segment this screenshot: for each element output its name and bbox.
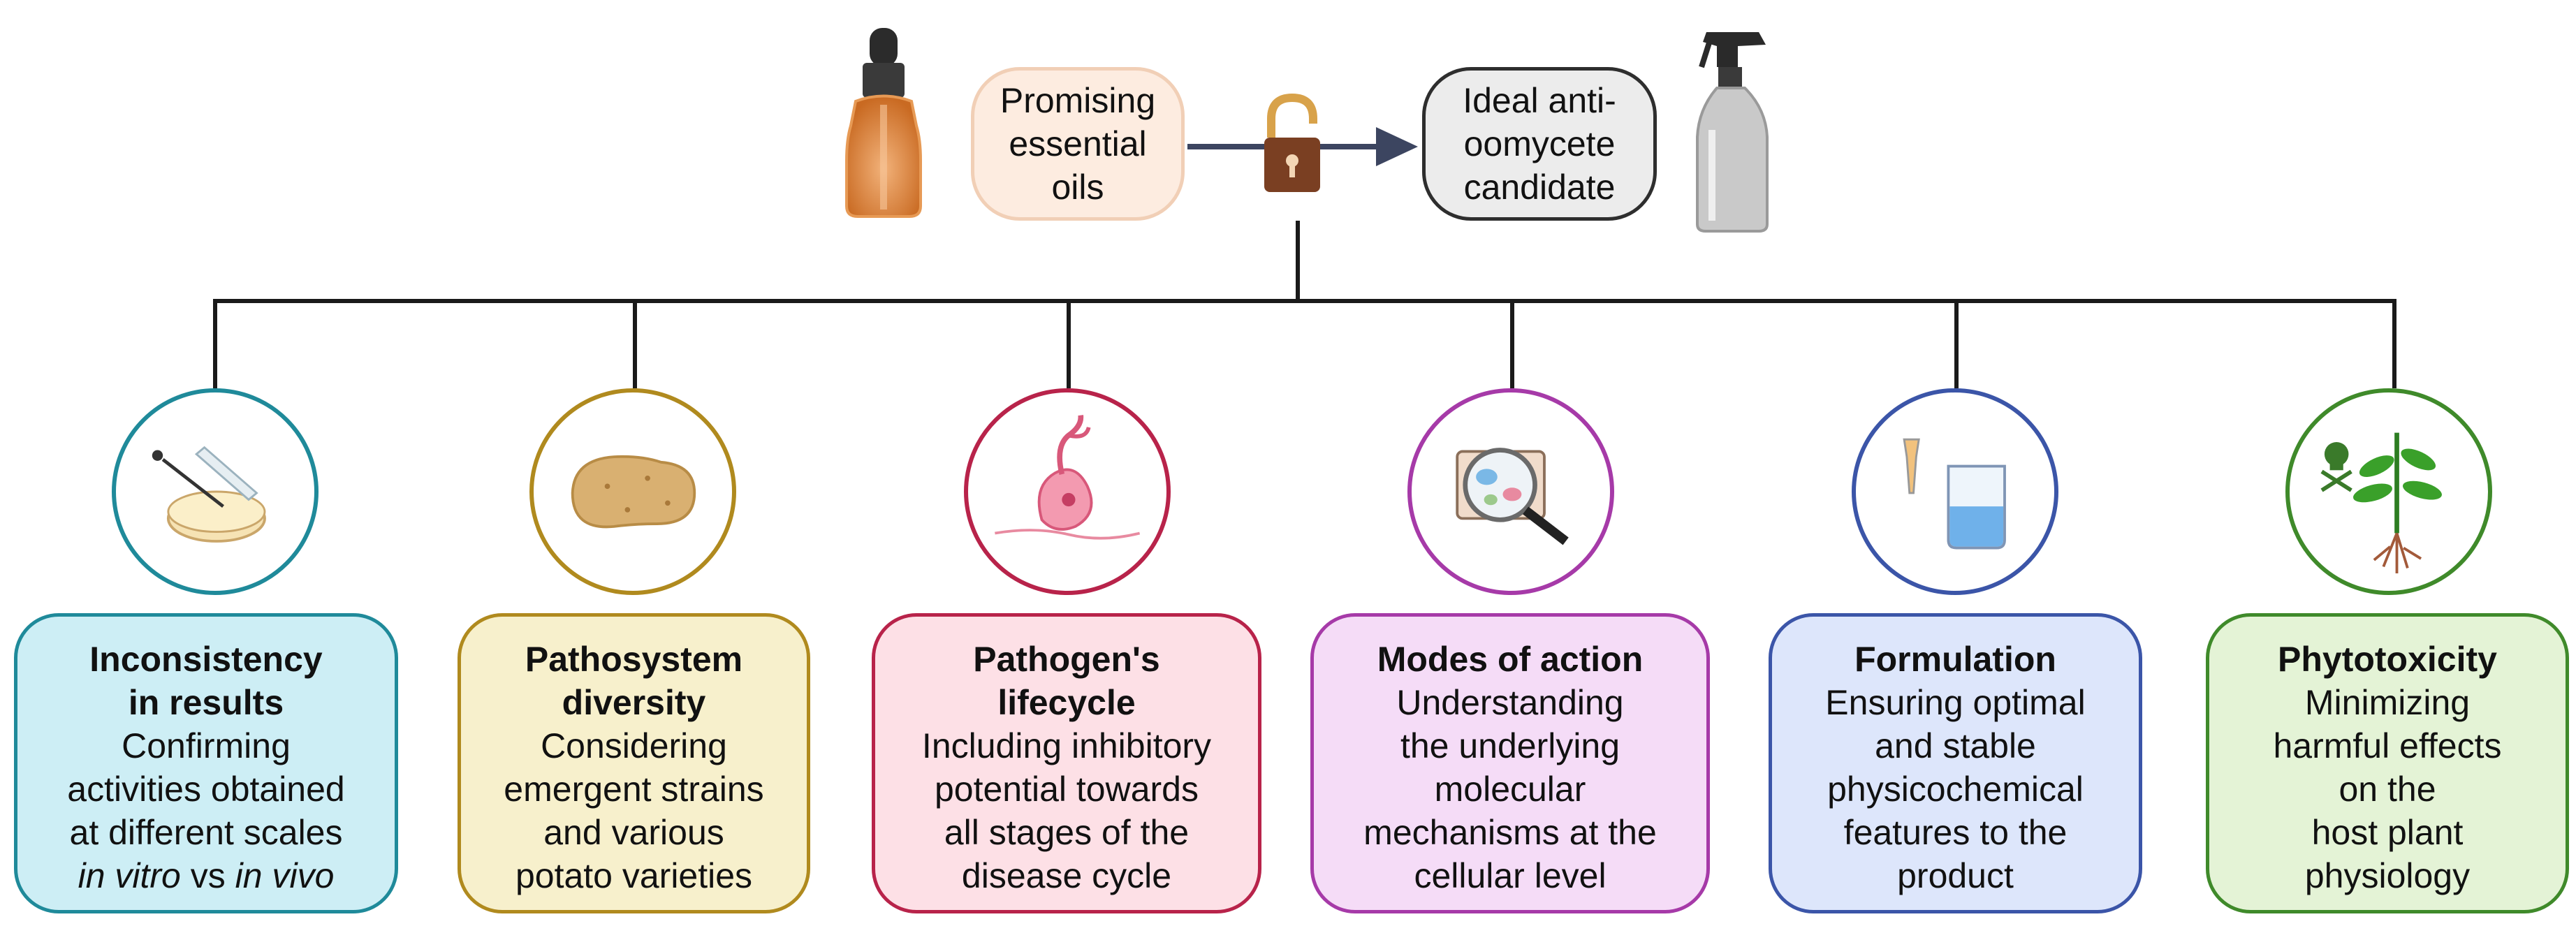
card-desc: cellular level <box>1414 856 1607 895</box>
potato-circle <box>529 388 736 595</box>
phytotoxicity-circle <box>2285 388 2492 595</box>
card-title: Phytotoxicity <box>2278 640 2497 679</box>
card-title: Pathosystem <box>525 640 743 679</box>
card-desc: and various <box>543 813 724 852</box>
card-desc: mechanisms at the <box>1363 813 1657 852</box>
in-vivo-text: in vivo <box>235 856 335 895</box>
card-modes: Modes of action Understanding the underl… <box>1310 613 1710 913</box>
card-lifecycle: Pathogen's lifecycle Including inhibitor… <box>872 613 1261 913</box>
connector-drop <box>633 299 637 388</box>
card-title: Formulation <box>1854 640 2056 679</box>
connector-drop <box>213 299 217 388</box>
spray-bottle-icon <box>1696 32 1769 233</box>
card-desc: features to the <box>1843 813 2068 852</box>
card-desc: Considering <box>541 726 727 765</box>
ideal-candidate-pill: Ideal anti- oomycete candidate <box>1422 67 1657 221</box>
card-desc: harmful effects <box>2273 726 2502 765</box>
card-desc: at different scales <box>69 813 343 852</box>
modes-of-action-circle <box>1407 388 1614 595</box>
petri-dish-circle <box>112 388 319 595</box>
card-desc: Including inhibitory <box>921 726 1212 765</box>
pill-line: essential <box>1009 124 1147 163</box>
magnifier-cells-icon <box>1456 448 1569 545</box>
connector-drop <box>1510 299 1514 388</box>
connector-drop <box>1067 299 1071 388</box>
promising-oils-pill: Promising essential oils <box>971 67 1185 221</box>
petri-dish-icon <box>152 446 266 543</box>
pill-line: candidate <box>1463 168 1616 207</box>
dropper-bottle-icon <box>845 28 922 218</box>
card-desc: physicochemical <box>1827 770 2084 809</box>
card-desc: disease cycle <box>961 856 1172 895</box>
card-desc: activities obtained <box>67 770 345 809</box>
card-title: Pathogen's <box>973 640 1160 679</box>
card-desc: potential towards <box>934 770 1199 809</box>
card-title: lifecycle <box>997 683 1136 722</box>
card-desc: product <box>1897 856 2014 895</box>
pill-line: oils <box>1051 168 1104 207</box>
pill-line: Promising <box>1000 81 1156 120</box>
card-desc: emergent strains <box>504 770 764 809</box>
oomycete-cell-icon <box>995 415 1141 540</box>
beaker-icon <box>1903 438 2006 550</box>
card-desc: Understanding <box>1396 683 1624 722</box>
pill-line: oomycete <box>1463 124 1616 163</box>
card-desc: and stable <box>1875 726 2036 765</box>
pill-line: Ideal anti- <box>1463 81 1616 120</box>
card-desc: all stages of the <box>944 813 1190 852</box>
card-desc: physiology <box>2304 856 2471 895</box>
card-phytotoxicity: Phytotoxicity Minimizing harmful effects… <box>2206 613 2569 913</box>
card-desc: the underlying <box>1400 726 1620 765</box>
card-inconsistency: Inconsistency in results Confirming acti… <box>14 613 398 913</box>
formulation-circle <box>1852 388 2058 595</box>
card-desc: Minimizing <box>2304 683 2471 722</box>
connector-drop <box>1954 299 1959 388</box>
in-vitro-text: in vitro <box>78 856 181 895</box>
card-title: in results <box>128 683 284 722</box>
card-pathosystem: Pathosystem diversity Considering emerge… <box>458 613 810 913</box>
card-desc: on the <box>2339 770 2436 809</box>
connector-horizontal <box>213 299 2396 303</box>
card-title: diversity <box>562 683 706 722</box>
potato-icon <box>571 455 696 529</box>
card-title: Modes of action <box>1377 640 1644 679</box>
vs-text: vs <box>180 856 235 895</box>
unlocked-padlock-icon <box>1264 93 1320 192</box>
plant-skull-icon <box>2320 432 2442 574</box>
card-desc: potato varieties <box>515 856 753 895</box>
card-title: Inconsistency <box>89 640 323 679</box>
pathogen-circle <box>964 388 1171 595</box>
card-desc: Confirming <box>122 726 291 765</box>
card-desc-last: in vitro vs in vivo <box>78 854 335 897</box>
card-desc: host plant <box>2311 813 2464 852</box>
card-desc: molecular <box>1434 770 1586 809</box>
connector-drop <box>2392 299 2396 388</box>
connector-trunk <box>1296 221 1300 300</box>
card-formulation: Formulation Ensuring optimal and stable … <box>1769 613 2142 913</box>
card-desc: Ensuring optimal <box>1825 683 2086 722</box>
